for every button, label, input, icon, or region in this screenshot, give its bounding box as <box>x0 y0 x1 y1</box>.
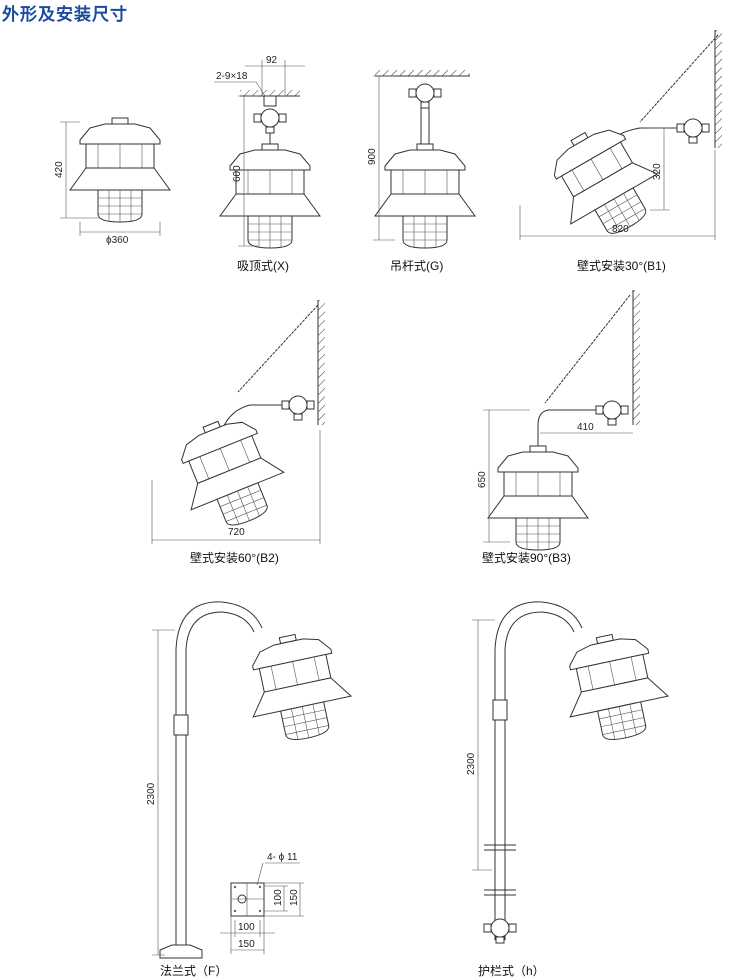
caption-h: 护栏式（h） <box>478 963 545 978</box>
caption-b1: 壁式安装30°(B1) <box>577 258 666 273</box>
dim-height: 2300 <box>466 752 477 775</box>
dim-height: 320 <box>652 163 663 180</box>
dim-height: 2300 <box>146 782 157 805</box>
caption-x: 吸顶式(X) <box>237 259 289 273</box>
dim-height: 420 <box>54 161 65 178</box>
dim-height: 900 <box>367 148 378 165</box>
view-wall-60-b2: 720 壁式安装60°(B2) <box>151 300 325 565</box>
view-basic: 420 ϕ360 <box>54 117 171 246</box>
view-wall-30-b1: 320 820 壁式安装30°(B1) <box>519 30 722 273</box>
dim-width: 720 <box>228 527 245 538</box>
view-rod-g: 900 吊杆式(G) <box>367 70 476 273</box>
page-title: 外形及安装尺寸 <box>2 5 128 24</box>
dim-height: 650 <box>477 471 488 488</box>
dim-width: 92 <box>266 55 278 66</box>
dim-width: 820 <box>612 224 629 235</box>
dim-plate-outer: 150 <box>289 889 300 906</box>
dim-diameter: ϕ360 <box>106 235 129 246</box>
caption-b3: 壁式安装90°(B3) <box>482 550 571 565</box>
dim-arm: 410 <box>577 422 594 433</box>
dim-height: 600 <box>232 165 243 182</box>
view-ceiling-x: 92 2-9×18 600 吸顶式(X) <box>214 55 321 273</box>
view-flange-f: 2300 4- ϕ 11 100 150 100 150 法兰式（F） <box>146 601 359 978</box>
caption-g: 吊杆式(G) <box>390 259 443 273</box>
dim-plate-outer-width: 150 <box>238 939 255 950</box>
caption-b2: 壁式安装60°(B2) <box>190 550 279 565</box>
dim-plate-inner-width: 100 <box>238 922 255 933</box>
view-guardrail-h: 2300 护栏式（h） <box>466 601 676 978</box>
dim-plate-inner: 100 <box>273 889 284 906</box>
caption-f: 法兰式（F） <box>160 964 227 978</box>
dim-holes: 4- ϕ 11 <box>267 852 298 863</box>
dim-holes: 2-9×18 <box>216 71 248 82</box>
view-wall-90-b3: 410 650 壁式安装90°(B3) <box>477 290 640 565</box>
